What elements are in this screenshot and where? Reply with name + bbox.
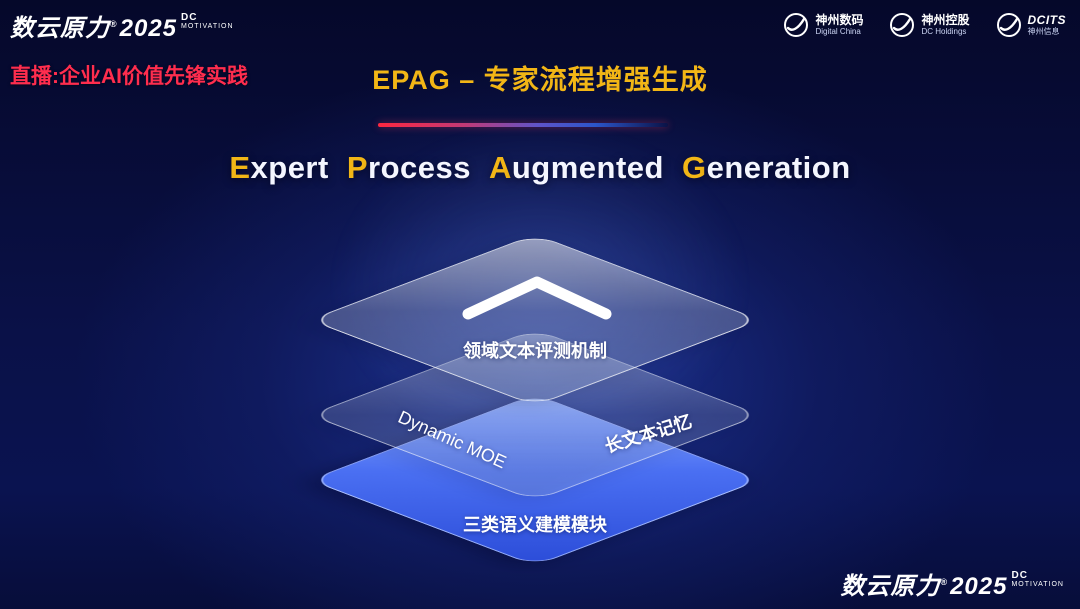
headline-word: Augmented	[488, 150, 664, 185]
logo-subtitle: DC Holdings	[921, 27, 967, 37]
bottom-layer-label: 三类语义建模模块	[463, 515, 607, 535]
logo-dc-holdings: 神州控股 DC Holdings	[889, 12, 970, 38]
slide-title: EPAG – 专家流程增强生成	[372, 65, 708, 95]
live-stream-label: 直播:企业AI价值先锋实践	[10, 65, 248, 88]
headline-word: Generation	[682, 150, 851, 185]
gradient-divider	[378, 123, 668, 127]
brand-suffix: DC MOTIVATION	[1011, 570, 1064, 588]
partner-logos: 神州数码 Digital China 神州控股 DC Holdings DCIT…	[783, 12, 1066, 38]
logo-dcits: DCITS 神州信息	[996, 12, 1067, 38]
registered-mark: ®	[940, 577, 949, 587]
logo-digital-china: 神州数码 Digital China	[783, 12, 863, 38]
headline-expert-process-augmented-generation: Expert Process Augmented Generation	[0, 150, 1080, 186]
brand-wordmark: 数云原力®2025	[840, 573, 1008, 600]
logo-title: DCITS	[1027, 12, 1066, 27]
logo-subtitle: 神州信息	[1027, 27, 1060, 37]
brand-logo-bottom-right: 数云原力®2025 DC MOTIVATION	[840, 566, 1064, 601]
logo-title: 神州控股	[921, 12, 970, 27]
brand-suffix: DC MOTIVATION	[181, 12, 234, 30]
logo-subtitle: Digital China	[815, 27, 861, 37]
swoosh-logo-icon	[784, 13, 809, 37]
chevron-up-icon	[462, 276, 612, 320]
swoosh-logo-icon	[890, 13, 915, 37]
headline-word: Process	[346, 150, 471, 185]
registered-mark: ®	[110, 19, 118, 29]
swoosh-logo-icon	[996, 13, 1021, 37]
headline-word: Expert	[229, 150, 329, 185]
brand-logo-top-left: 数云原力®2025 DC MOTIVATION	[10, 8, 234, 43]
brand-wordmark: 数云原力®2025	[10, 15, 178, 42]
top-layer-label: 领域文本评测机制	[463, 341, 607, 361]
logo-title: 神州数码	[815, 12, 864, 27]
